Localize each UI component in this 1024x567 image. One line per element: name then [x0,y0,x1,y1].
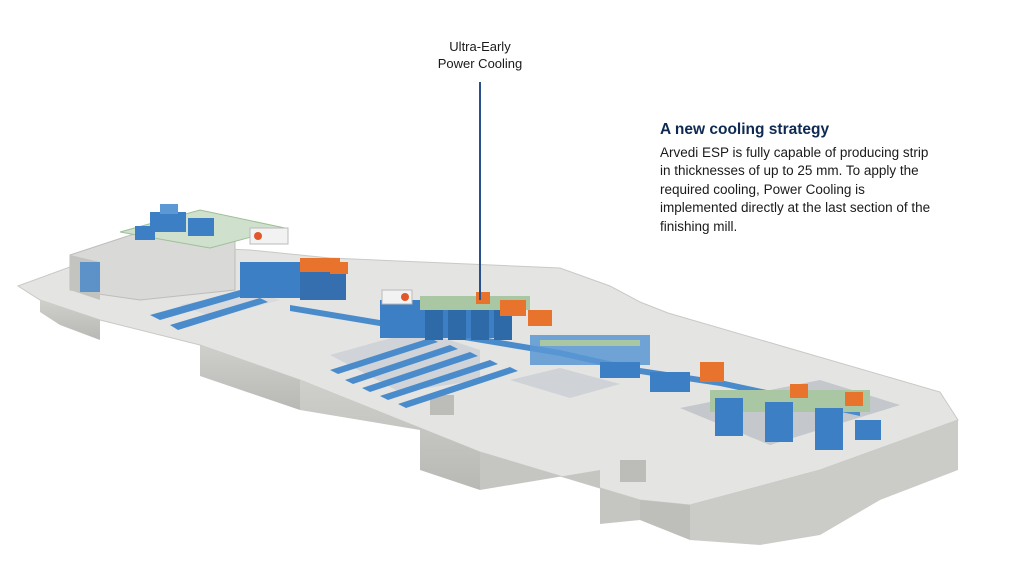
info-body: Arvedi ESP is fully capable of producing… [660,145,931,234]
callout-label: Ultra-Early Power Cooling [410,38,550,72]
coiler [650,362,881,450]
callout-line-2: Power Cooling [437,56,523,71]
callout-line-1: Ultra-Early [449,39,511,54]
callout-leader-line [479,82,481,300]
info-panel: A new cooling strategy Arvedi ESP is ful… [660,121,940,236]
roughing-mill [240,258,348,300]
info-title: A new cooling strategy [660,121,830,138]
rolling-stand [135,204,214,240]
cooling-unit [530,335,650,378]
caster-building [69,204,289,301]
finishing-mill [380,289,552,340]
